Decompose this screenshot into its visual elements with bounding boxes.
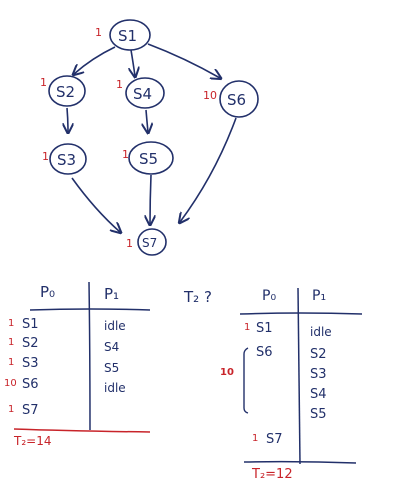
table2-p1-row3: S3	[310, 367, 327, 382]
node-s6-weight: 10	[203, 89, 217, 102]
table1-column-divider	[88, 281, 91, 431]
table2-column-divider	[297, 287, 301, 465]
node-s1-weight: 1	[95, 26, 102, 39]
table2-p1-row4: S4	[310, 387, 327, 402]
edge-s2-s3	[67, 107, 68, 132]
edge-s1-s2	[74, 46, 116, 74]
table1-row4-p0: S6	[22, 377, 39, 392]
node-s4: S4 1	[116, 77, 165, 109]
table1-total: T₂=14	[13, 434, 51, 448]
table1-row4-p1: idle	[104, 381, 126, 395]
node-s5: S5 1	[122, 141, 174, 175]
table1-row3-weight: 1	[8, 357, 14, 368]
node-s1: S1 1	[95, 19, 151, 51]
table1-row2-p1: S4	[104, 340, 119, 354]
table1-row4-weight: 10	[4, 378, 17, 389]
table1-row3-p1: S5	[104, 361, 119, 375]
table2-p0-row3-weight: 1	[252, 433, 258, 444]
table1-row2-p0: S2	[22, 336, 39, 351]
table2-header-p1: P₁	[312, 288, 326, 304]
table2-p1-row5: S5	[310, 407, 327, 422]
table2-p0-row3: S7	[266, 432, 283, 447]
table2-total: T₂=12	[251, 467, 293, 482]
table2-p0-row1: S1	[256, 321, 273, 336]
table2-p0-row2: S6	[256, 345, 273, 360]
node-s5-label: S5	[139, 150, 158, 168]
table2-p1-row1: idle	[310, 325, 332, 339]
node-s4-weight: 1	[116, 78, 123, 91]
edge-s4-s5	[146, 109, 148, 132]
node-s6-label: S6	[227, 91, 246, 109]
table2-header-rule	[239, 312, 363, 315]
question-label: T₂ ?	[183, 288, 212, 306]
table1-row1-p0: S1	[22, 317, 39, 332]
edge-s5-s7	[150, 174, 151, 224]
table1-row5-p0: S7	[22, 403, 39, 418]
table1-total-rule	[13, 428, 151, 433]
node-s5-weight: 1	[122, 148, 129, 161]
task-graph: S1 1 S2 1 S4 1 S6 10 S3 1 S5	[40, 19, 259, 256]
table1-row2-weight: 1	[8, 337, 14, 348]
edge-s6-s7	[180, 117, 237, 222]
node-s7: S7 1	[126, 228, 167, 256]
table1-header-p1: P₁	[104, 285, 119, 303]
node-s3-label: S3	[57, 151, 76, 169]
edge-s3-s7	[71, 177, 120, 232]
node-s4-label: S4	[133, 85, 152, 103]
node-s2-label: S2	[56, 83, 75, 101]
node-s1-label: S1	[118, 27, 137, 45]
span-duration-label: 10	[220, 367, 234, 378]
node-s3-weight: 1	[42, 150, 49, 163]
node-s3: S3 1	[42, 143, 87, 175]
schedule-table-2: P₀ P₁ 1 S1 S6 10 1 S7 idle S2 S3 S4 S5 T…	[220, 287, 363, 482]
table1-header-p0: P₀	[40, 283, 55, 301]
edge-s1-s4	[131, 49, 135, 76]
table2-header-p0: P₀	[262, 288, 276, 304]
node-s7-weight: 1	[126, 237, 133, 250]
edge-s1-s6	[147, 43, 220, 78]
table1-row5-weight: 1	[8, 404, 14, 415]
table2-p0-row1-weight: 1	[244, 322, 250, 333]
span-bracket	[243, 347, 249, 414]
table2-total-rule	[243, 460, 357, 464]
node-s2: S2 1	[40, 75, 86, 107]
table1-row3-p0: S3	[22, 356, 39, 371]
table2-p1-row2: S2	[310, 347, 327, 362]
node-s6: S6 10	[203, 80, 259, 118]
table1-row1-weight: 1	[8, 318, 14, 329]
schedule-table-1: P₀ P₁ 1 S1 idle 1 S2 S4 1 S3 S5 10 S6 id…	[4, 281, 151, 448]
table1-row1-p1: idle	[104, 319, 126, 333]
node-s7-label: S7	[142, 236, 157, 250]
node-s2-weight: 1	[40, 76, 47, 89]
